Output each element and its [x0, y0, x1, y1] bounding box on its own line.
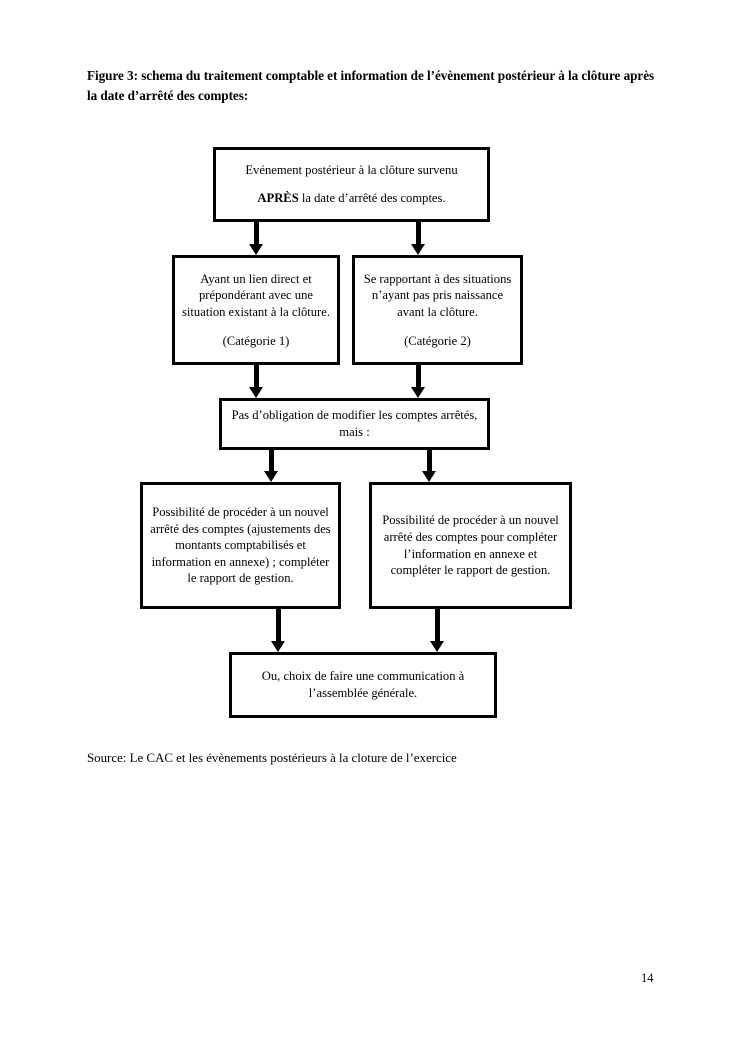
flow-node-event-line2-rest: la date d’arrêté des comptes.	[298, 191, 446, 206]
flow-node-assembly: Ou, choix de faire une communication à l…	[229, 652, 497, 718]
flow-node-category-2: Se rapportant à des situations n’ayant p…	[352, 255, 523, 365]
arrow-shaft	[275, 609, 281, 642]
flow-node-option-1-body: Possibilité de procéder à un nouvel arrê…	[150, 504, 331, 586]
arrow-head	[421, 471, 436, 482]
arrow-head	[248, 244, 263, 255]
arrow-shaft	[253, 222, 259, 245]
flow-node-assembly-body: Ou, choix de faire une communication à l…	[261, 669, 465, 700]
figure-caption: Figure 3: schema du traitement comptable…	[87, 68, 655, 104]
arrow-head	[248, 387, 263, 398]
arrow-head	[410, 244, 425, 255]
flow-node-category-1-body: Ayant un lien direct et prépondérant ave…	[182, 271, 330, 320]
flow-node-category-1-label: (Catégorie 1)	[222, 333, 290, 348]
flow-node-event: Evénement postérieur à la clôture surven…	[213, 147, 490, 222]
flow-node-option-2-body: Possibilité de procéder à un nouvel arrê…	[382, 513, 559, 578]
arrow-shaft	[415, 365, 421, 388]
source-note: Source: Le CAC et les évènements postéri…	[87, 751, 457, 765]
arrow-head	[429, 641, 444, 652]
arrow-shaft	[434, 609, 440, 642]
flow-node-category-1: Ayant un lien direct et prépondérant ave…	[172, 255, 340, 365]
arrow-head	[263, 471, 278, 482]
flow-node-event-line2: APRÈS la date d’arrêté des comptes.	[223, 190, 480, 207]
arrow-shaft	[426, 450, 432, 472]
flow-node-no-obligation: Pas d’obligation de modifier les comptes…	[219, 398, 490, 450]
flow-node-event-line1: Evénement postérieur à la clôture surven…	[245, 162, 458, 177]
flow-node-no-obligation-body: Pas d’obligation de modifier les comptes…	[231, 408, 478, 439]
flow-node-category-2-body: Se rapportant à des situations n’ayant p…	[363, 271, 512, 320]
arrow-head	[410, 387, 425, 398]
flow-node-option-1: Possibilité de procéder à un nouvel arrê…	[140, 482, 341, 609]
flow-node-event-emphasis: APRÈS	[257, 191, 299, 206]
arrow-head	[270, 641, 285, 652]
page-number: 14	[641, 971, 654, 985]
arrow-shaft	[415, 222, 421, 245]
arrow-shaft	[253, 365, 259, 388]
arrow-shaft	[268, 450, 274, 472]
flow-node-category-2-label: (Catégorie 2)	[404, 333, 471, 348]
flow-node-option-2: Possibilité de procéder à un nouvel arrê…	[369, 482, 572, 609]
